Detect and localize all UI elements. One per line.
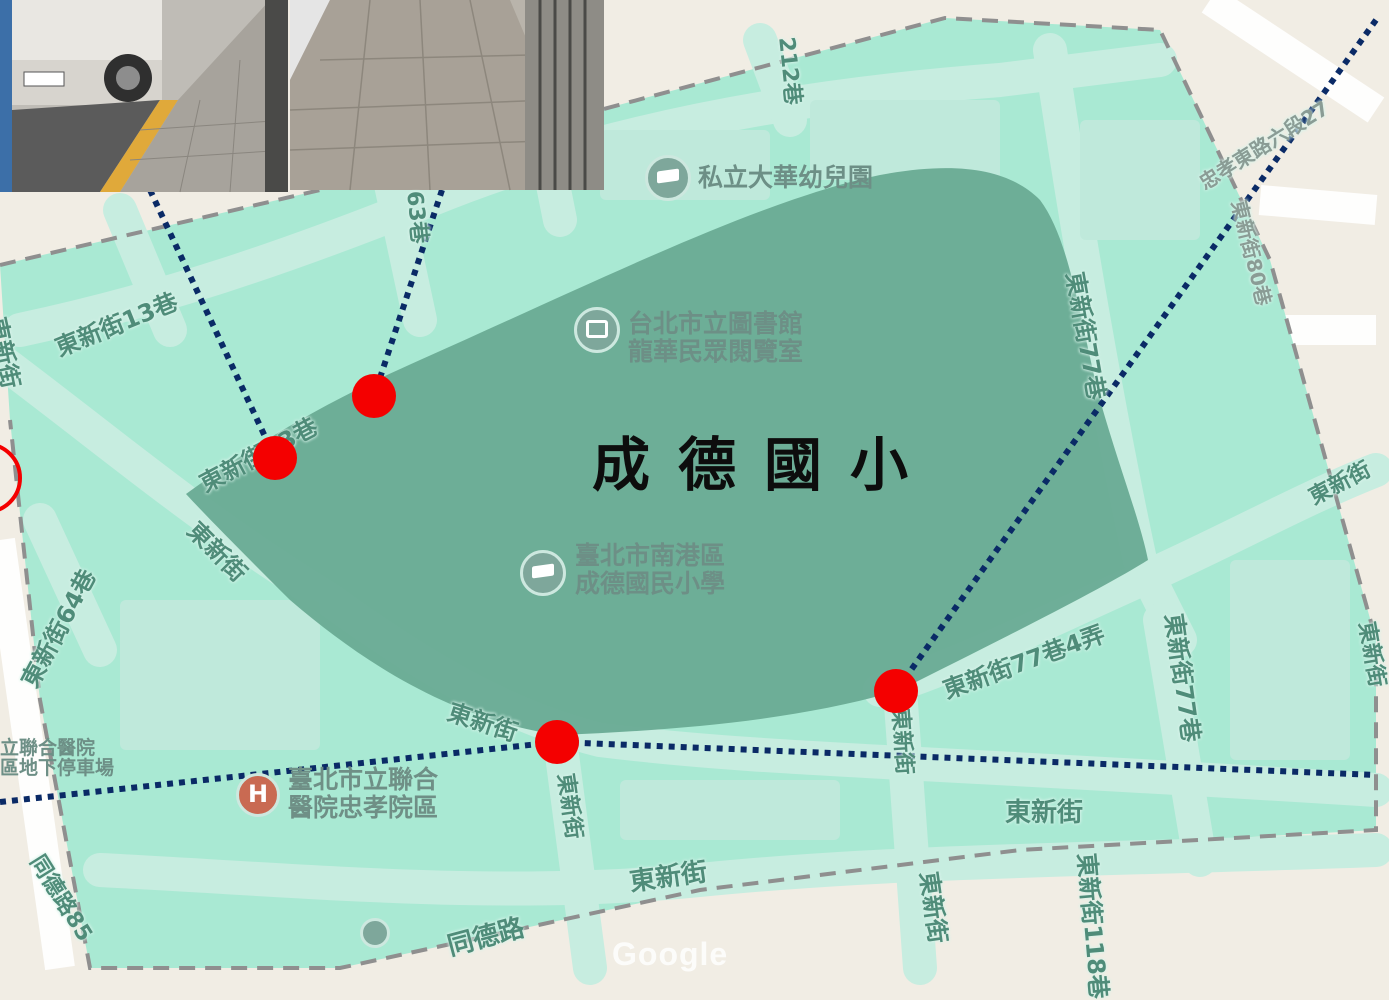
kindergarten-icon[interactable] [645,155,691,201]
hospital-label-line2[interactable]: 醫院忠孝院區 [288,793,439,822]
line-to-photo-right [371,189,445,397]
library-label-line2[interactable]: 龍華民眾閱覽室 [628,337,804,366]
line-to-photo-left [147,188,278,460]
sidewalk-photo-left [0,0,289,193]
hospital-edge-label-line2[interactable]: 區地下停車場 [0,757,115,779]
kindergarten-label[interactable]: 私立大華幼兒園 [698,163,874,192]
line-to-top-right [893,18,1379,693]
hospital-label-line1[interactable]: 臺北市立聯合 [288,765,439,794]
school-core-area [186,168,1148,736]
library-icon[interactable] [574,307,620,353]
hospital-icon[interactable] [236,773,280,817]
dotted-lines [0,18,1379,805]
location-marker[interactable] [253,436,297,480]
blocks [120,100,1350,840]
left-edge-circle [0,444,22,512]
street-label: 東新街 [1005,798,1084,828]
map-pin-icon[interactable] [360,918,390,948]
map-attribution: Google [612,936,729,972]
school-icon[interactable] [520,550,566,596]
map-title: 成德國小 [592,431,937,499]
street-label: 東新街 [887,707,917,776]
sidewalk-photo-right [289,0,604,191]
zone-boundary [0,15,1378,970]
street-label: 63巷 [401,189,432,245]
line-horizontal [0,738,1377,805]
location-marker[interactable] [535,720,579,764]
school-label-line2[interactable]: 成德國民小學 [575,569,726,598]
hospital-edge-label-line1[interactable]: 立聯合醫院 [0,737,96,759]
location-marker[interactable] [352,374,396,418]
school-label-line1[interactable]: 臺北市南港區 [575,541,726,570]
street-label: 212巷 [773,35,806,106]
location-marker[interactable] [874,669,918,713]
library-label-line1[interactable]: 台北市立圖書館 [628,309,804,338]
